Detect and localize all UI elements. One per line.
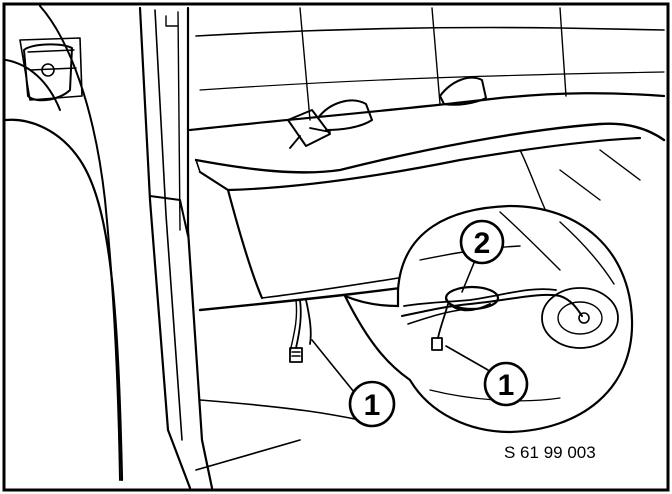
detail-magnifier: [342, 204, 634, 434]
body-grommet: [541, 287, 619, 349]
leader-line-1-detail: [445, 345, 489, 371]
connector-plug: [289, 347, 303, 363]
door-frame: [4, 5, 124, 482]
seat-belt-buckles: [287, 76, 487, 149]
rear-seat-cushion: [194, 122, 666, 312]
figure-reference-number: S 61 99 003: [504, 443, 596, 462]
callout-2-detail: 2: [459, 219, 505, 265]
leader-line-2: [461, 257, 477, 293]
callout-1-detail: 1: [483, 361, 529, 407]
rear-seat-back: [188, 7, 666, 132]
callout-label: 2: [474, 227, 491, 260]
floor-lines: [195, 399, 361, 471]
door-hinge: [23, 43, 73, 102]
b-pillar: [138, 6, 214, 490]
callout-label: 1: [364, 389, 381, 422]
leader-line-1-main: [311, 339, 355, 393]
callout-1-main: 1: [348, 380, 396, 428]
callout-label: 1: [498, 369, 515, 402]
wiring-harness-main: [289, 299, 312, 363]
connector-plug-detail: [431, 337, 443, 351]
